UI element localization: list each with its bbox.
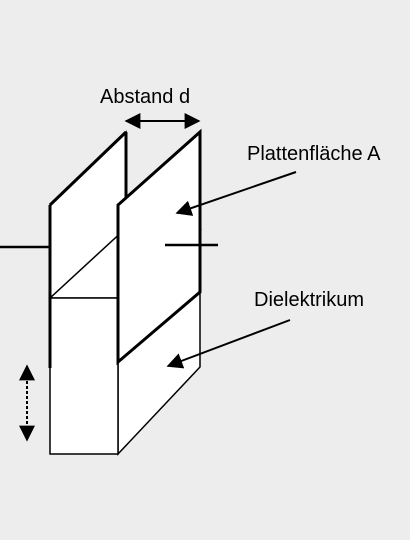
right-plate xyxy=(116,128,202,366)
dielectric-pointer-arrow xyxy=(166,319,291,369)
distance-label: Abstand d xyxy=(100,86,190,108)
left-plate-top-edge xyxy=(48,130,128,207)
plate-area-pointer-arrow xyxy=(175,171,297,216)
dielectric-label: Dielektrikum xyxy=(254,289,364,311)
plate-area-label: Plattenfläche A xyxy=(247,143,381,165)
dielectric-front-face xyxy=(49,297,119,455)
